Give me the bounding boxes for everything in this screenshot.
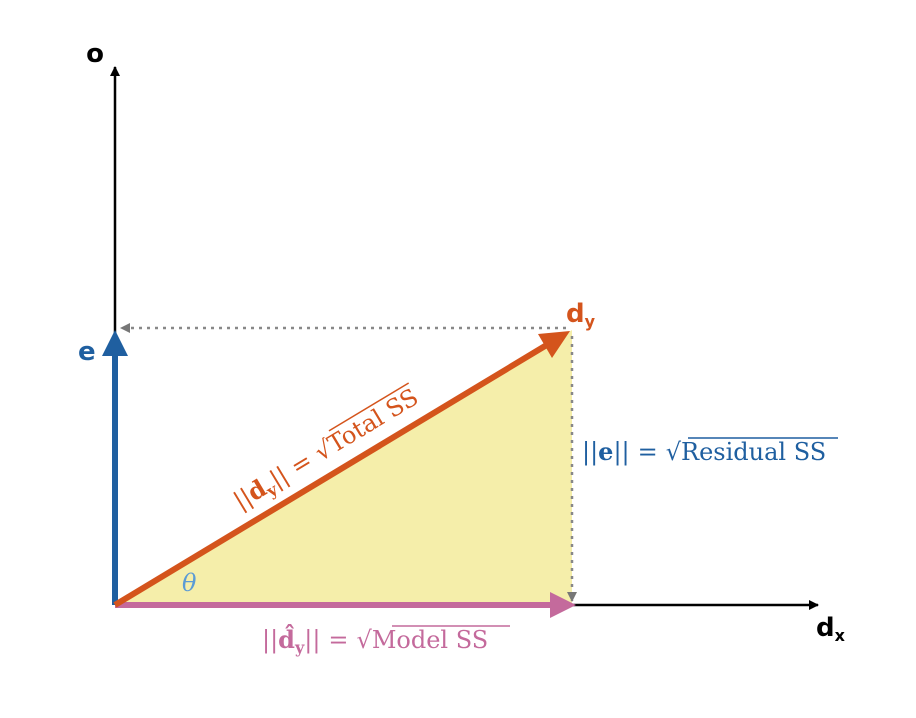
- eq-residual-radical: √: [666, 438, 682, 466]
- vector-e-arrowhead: [102, 330, 128, 356]
- equation-model: ||d̂y||=√Model SS: [262, 624, 510, 657]
- vector-dy-hat-arrowhead: [550, 592, 576, 618]
- eq-residual-bars-open: ||: [582, 438, 598, 467]
- eq-residual-radicand: Residual SS: [681, 438, 826, 466]
- eq-residual-equals: =: [638, 438, 658, 466]
- vector-dy-label-sub: y: [585, 312, 596, 331]
- vector-dy-label-main: d: [566, 299, 585, 329]
- x-axis-label-sub: x: [835, 626, 846, 645]
- eq-total-vinculum: [328, 382, 410, 432]
- angle-theta-label: θ: [182, 569, 197, 597]
- eq-model-radicand: Model SS: [372, 626, 488, 654]
- x-axis-label: dx: [816, 613, 846, 645]
- eq-total-equals: =: [286, 447, 318, 481]
- eq-model-radical: √: [357, 626, 373, 654]
- equation-residual: ||e|| = √Residual SS: [582, 437, 838, 467]
- x-axis-label-main: d: [816, 613, 835, 643]
- eq-residual-bars-close: ||: [613, 438, 629, 467]
- vector-dy-label: dy: [566, 299, 596, 331]
- eq-model-equals: =: [328, 626, 348, 654]
- equation-model-text: ||d̂y||=√Model SS: [262, 624, 488, 657]
- y-axis-label: o: [86, 39, 104, 69]
- eq-model-bars-open: ||: [262, 626, 278, 655]
- vector-dy-shaft: [113, 340, 552, 608]
- eq-model-bars-close: ||: [304, 626, 320, 655]
- vector-dy-arrowhead: [538, 331, 570, 358]
- eq-model-sub: y: [294, 638, 305, 657]
- equation-residual-text: ||e|| = √Residual SS: [582, 437, 826, 467]
- vector-e-label: e: [78, 337, 96, 367]
- eq-residual-vec: e: [598, 437, 613, 466]
- eq-model-vec: d̂: [278, 624, 295, 654]
